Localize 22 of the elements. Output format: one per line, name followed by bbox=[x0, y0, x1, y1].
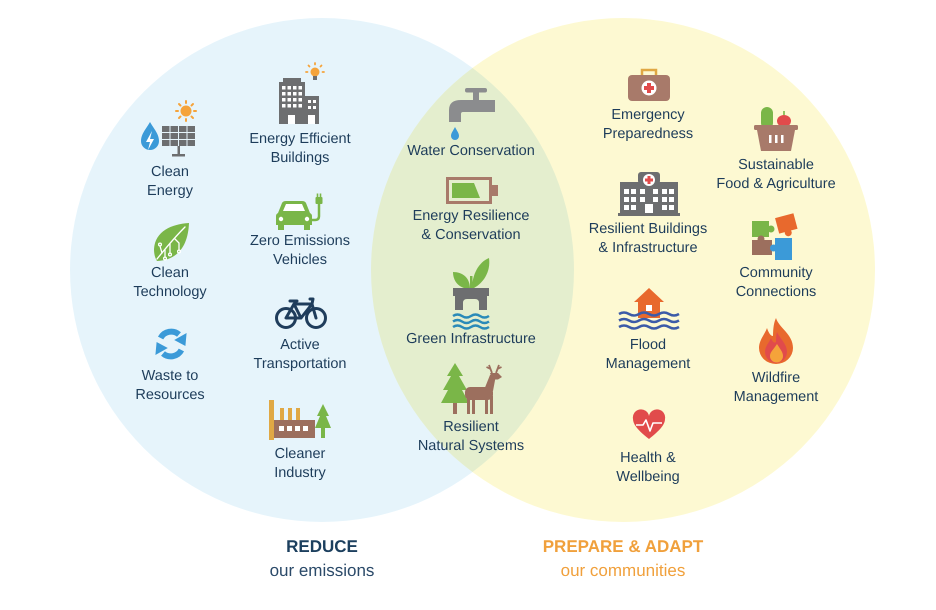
topic-label: Health & Wellbeing bbox=[616, 449, 680, 487]
topic-label: Water Conservation bbox=[407, 142, 535, 161]
topic-label: Waste to Resources bbox=[135, 367, 205, 405]
topic-label: Energy Resilience & Conservation bbox=[412, 207, 530, 245]
topic-label: Sustainable Food & Agriculture bbox=[716, 156, 836, 194]
topic-label: Green Infrastructure bbox=[406, 330, 536, 349]
topic-label: Wildfire Management bbox=[734, 369, 818, 407]
topic-label: Cleaner Industry bbox=[274, 445, 326, 483]
topic-label: Resilient Natural Systems bbox=[418, 418, 524, 456]
group-subtitle: our communities bbox=[560, 561, 686, 581]
topic-label: Clean Energy bbox=[147, 163, 193, 201]
topic-label: Community Connections bbox=[736, 264, 816, 302]
topic-label: Clean Technology bbox=[133, 264, 207, 302]
topic-label: Flood Management bbox=[606, 336, 690, 374]
group-subtitle: our emissions bbox=[270, 561, 374, 581]
group-title: PREPARE & ADAPT bbox=[542, 537, 704, 557]
topic-label: Energy Efficient Buildings bbox=[249, 130, 351, 168]
group-title: REDUCE bbox=[286, 537, 358, 557]
topic-label: Resilient Buildings & Infrastructure bbox=[588, 220, 708, 258]
topic-label: Active Transportation bbox=[254, 336, 346, 374]
topic-label: Emergency Preparedness bbox=[602, 106, 694, 144]
topic-label: Zero Emissions Vehicles bbox=[250, 232, 350, 270]
